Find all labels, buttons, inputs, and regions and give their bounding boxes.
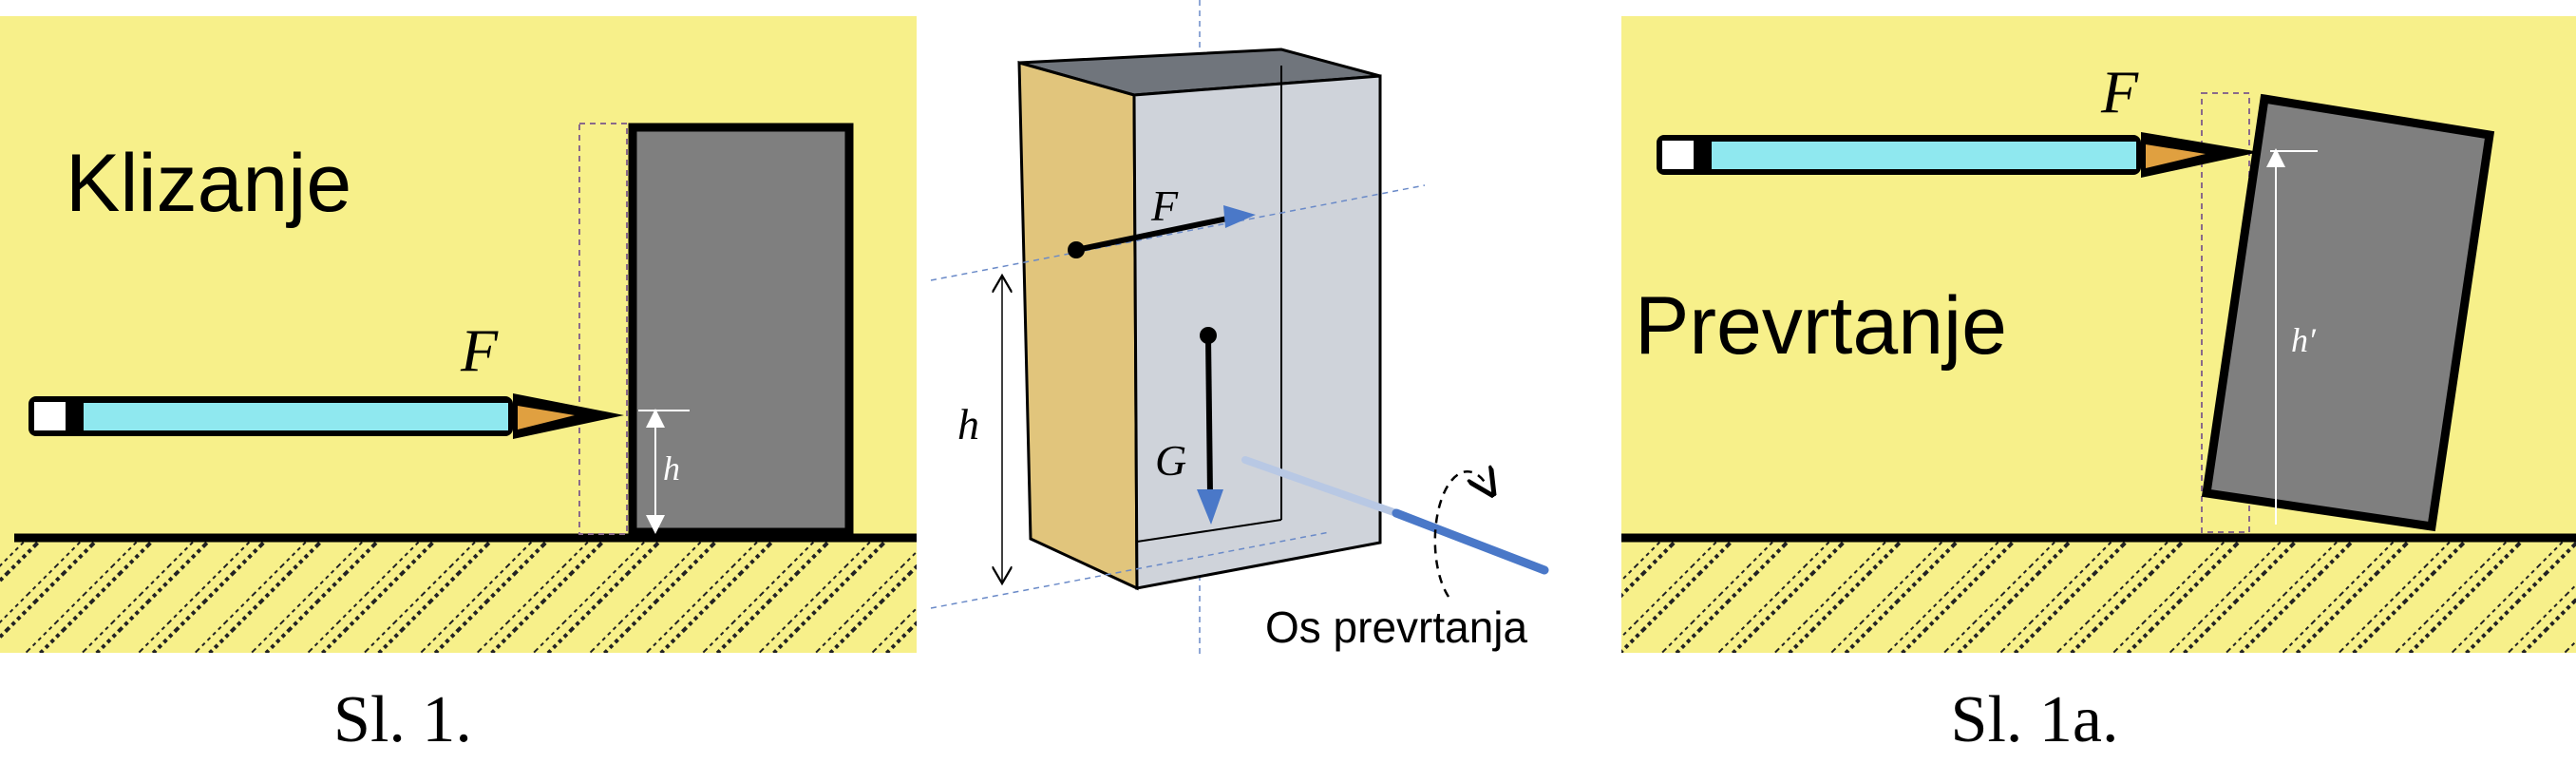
ground-hatching [1621, 542, 2576, 653]
ghost-block-outline [578, 123, 628, 535]
box-front-face [1132, 74, 1382, 590]
box-side-face [1017, 61, 1139, 591]
height-label: h [663, 449, 680, 487]
tipping-panel: Prevrtanje F h′ Sl. 1a. [1621, 16, 2576, 756]
tipping-title: Prevrtanje [1635, 280, 2007, 372]
axis-label: Os prevrtanja [1265, 602, 1528, 652]
force-application-point [1068, 241, 1085, 258]
figure-caption-1a: Sl. 1a. [1951, 683, 2119, 756]
force-label: F [2100, 58, 2139, 125]
center-of-gravity [1200, 327, 1217, 344]
sliding-title: Klizanje [66, 138, 351, 229]
height-label: h [957, 400, 979, 449]
weight-arrowhead [1197, 489, 1223, 525]
height-label: h′ [2291, 321, 2317, 359]
sliding-panel: Klizanje F h Sl. 1. [0, 16, 917, 756]
tipping-axis [1392, 508, 1549, 575]
tipping-axis-hidden [1241, 456, 1400, 517]
force-arrowhead [1223, 205, 1256, 228]
base-guide [930, 531, 1331, 609]
box-back-bottom-edge [1136, 519, 1282, 543]
ground-hatching [0, 542, 917, 653]
tipping-3d-box: F G h Os prevrtanja [930, 0, 1549, 656]
weight-label: G [1155, 436, 1186, 485]
pencil [28, 393, 624, 439]
force-label: F [460, 316, 499, 384]
figure-caption-1: Sl. 1. [333, 683, 472, 756]
tilted-block [2201, 93, 2495, 532]
weight-vector [1205, 334, 1213, 495]
pencil [1657, 132, 2260, 178]
rotation-arrow [1433, 471, 1487, 598]
force-guide [930, 184, 1426, 281]
force-label: F [1150, 181, 1179, 230]
block [628, 123, 854, 537]
force-vector [1075, 216, 1228, 253]
